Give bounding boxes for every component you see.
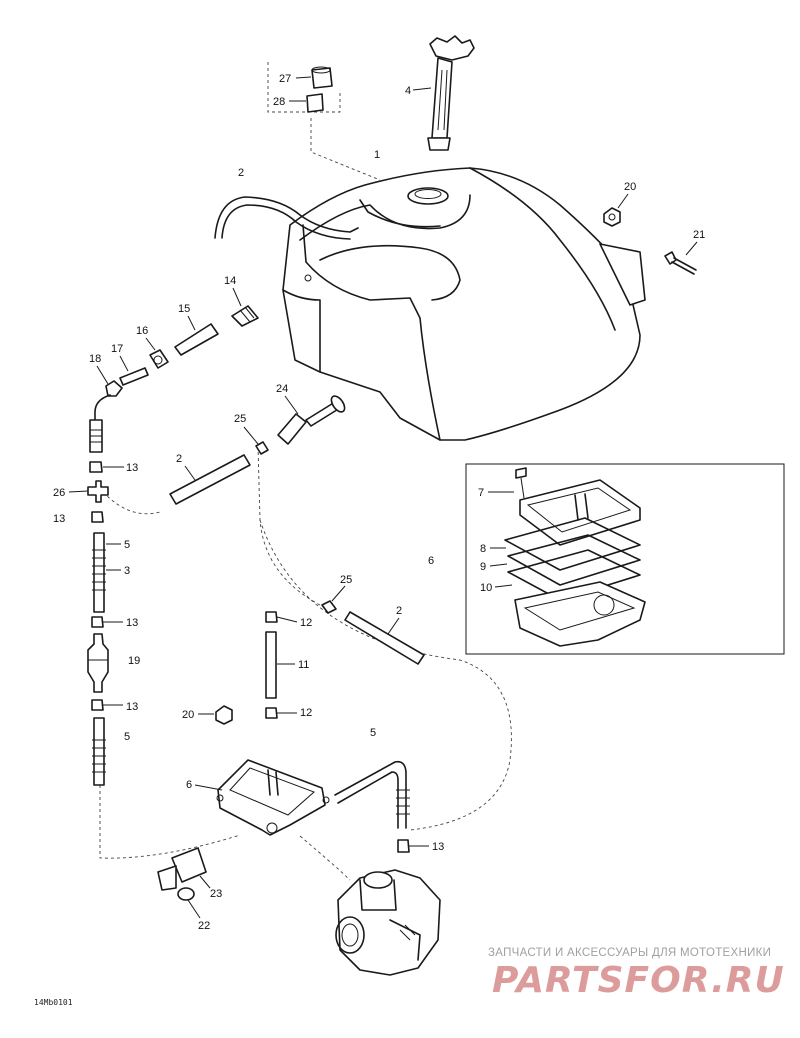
hose-2-lower <box>344 611 425 665</box>
callout-6-pump: 6 <box>186 779 192 791</box>
callout-19: 19 <box>128 655 140 667</box>
tank-fasteners <box>603 207 697 275</box>
sleeve-5-lower <box>92 717 106 786</box>
drawing-code: 14Mb0101 <box>34 998 73 1007</box>
callout-12-lower: 12 <box>300 707 312 719</box>
callout-22: 22 <box>198 920 210 932</box>
callout-13-e: 13 <box>432 841 444 853</box>
callout-24: 24 <box>276 383 288 395</box>
elbow-hose-5 <box>334 760 410 853</box>
fuel-pump-inset <box>465 463 785 655</box>
callout-13-d: 13 <box>126 701 138 713</box>
callout-14: 14 <box>224 275 236 287</box>
fuel-tank <box>282 167 646 441</box>
callout-21: 21 <box>693 229 705 241</box>
fuel-pump <box>216 759 330 836</box>
vent-hose <box>214 196 359 239</box>
callout-13-c: 13 <box>126 617 138 629</box>
clip-25-lower <box>321 600 337 614</box>
callout-6-inset: 6 <box>428 555 434 567</box>
hose-3-with-sleeve-5 <box>91 532 106 628</box>
callout-3: 3 <box>124 565 130 577</box>
o-ring-22 <box>177 887 195 901</box>
callout-17: 17 <box>111 343 123 355</box>
callout-26: 26 <box>53 487 65 499</box>
callout-18: 18 <box>89 353 101 365</box>
callout-10: 10 <box>480 582 492 594</box>
callout-25-lower: 25 <box>340 574 352 586</box>
callout-1: 1 <box>374 149 380 161</box>
callout-13-a: 13 <box>126 462 138 474</box>
callout-28: 28 <box>273 96 285 108</box>
callout-5-upper: 5 <box>124 539 130 551</box>
hose-2-middle <box>169 454 251 505</box>
carburetor <box>335 869 441 976</box>
callout-4: 4 <box>405 85 411 97</box>
callout-2-top: 2 <box>238 167 244 179</box>
clamps-and-tee <box>87 461 109 523</box>
callout-11: 11 <box>298 659 309 671</box>
callout-25-top: 25 <box>234 413 246 425</box>
callout-16: 16 <box>136 325 148 337</box>
callout-5-elbow: 5 <box>370 727 376 739</box>
callout-12-top: 12 <box>300 617 312 629</box>
callout-27: 27 <box>279 73 291 85</box>
watermark-logo: PARTSFOR.RU <box>492 960 785 1001</box>
callout-15: 15 <box>178 303 190 315</box>
callout-20-lower: 20 <box>182 709 194 721</box>
connector-23 <box>157 847 207 891</box>
fuel-filter <box>87 633 109 711</box>
fuel-line-left <box>89 394 111 453</box>
callout-labels: 27 28 4 1 2 20 21 14 15 16 17 18 24 25 2… <box>53 73 705 932</box>
callout-13-b: 13 <box>53 513 65 525</box>
assembly-lines <box>99 62 512 881</box>
callout-23: 23 <box>210 888 222 900</box>
hose-11-with-clamps <box>265 611 278 719</box>
callout-2-lower: 2 <box>396 605 402 617</box>
callout-5-lower: 5 <box>124 731 130 743</box>
callout-9: 9 <box>480 561 486 573</box>
fuel-fittings <box>105 305 259 397</box>
callout-7: 7 <box>478 487 484 499</box>
primer <box>255 395 346 455</box>
watermark-tagline: ЗАПЧАСТИ И АКСЕССУАРЫ ДЛЯ МОТОТЕХНИКИ <box>488 947 772 959</box>
fuel-gauge <box>427 35 475 151</box>
nut-20-lower <box>215 705 233 725</box>
callout-20-top: 20 <box>624 181 636 193</box>
rubber-parts-27-28 <box>306 66 333 113</box>
callout-8: 8 <box>480 543 486 555</box>
callout-2-middle: 2 <box>176 453 182 465</box>
